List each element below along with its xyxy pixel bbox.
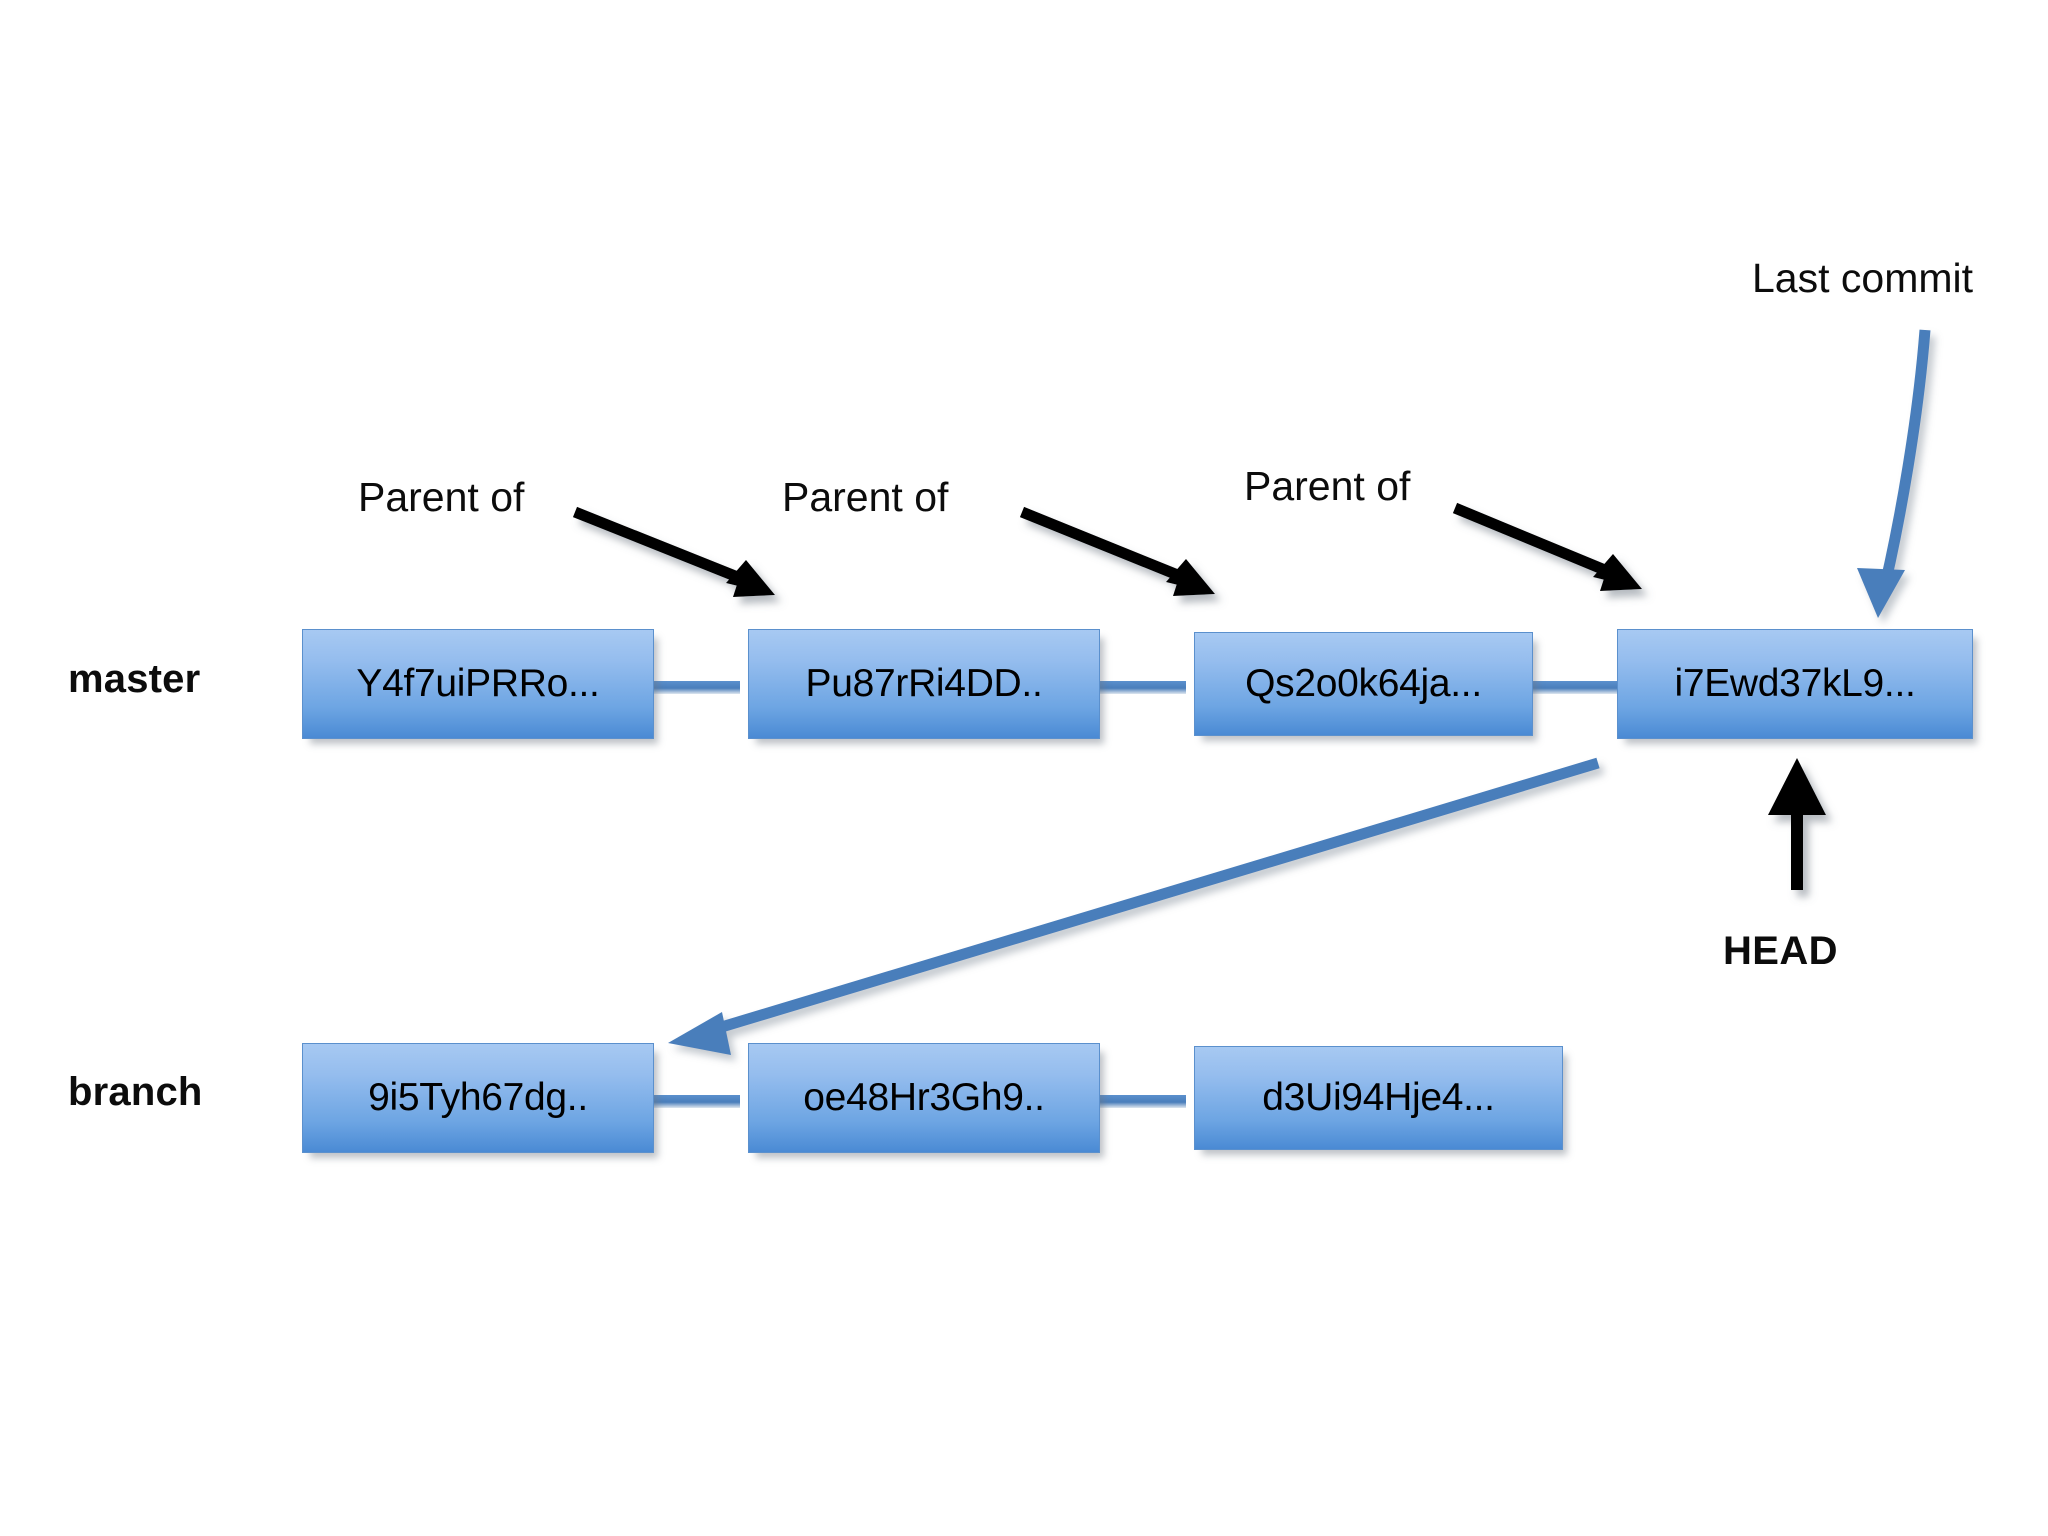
connector-master-1 bbox=[654, 681, 740, 694]
commit-node-master-1[interactable]: Y4f7uiPRRo... bbox=[302, 629, 654, 739]
commit-hash-label: i7Ewd37kL9... bbox=[1674, 661, 1916, 705]
row-label-master: master bbox=[68, 657, 201, 701]
commit-node-master-2[interactable]: Pu87rRi4DD.. bbox=[748, 629, 1100, 739]
branch-point-arrow bbox=[668, 757, 1600, 1055]
commit-node-master-4[interactable]: i7Ewd37kL9... bbox=[1617, 629, 1973, 739]
last-commit-arrow bbox=[1857, 329, 1931, 618]
parent-of-arrow-2 bbox=[1019, 506, 1215, 596]
commit-hash-label: 9i5Tyh67dg.. bbox=[368, 1075, 588, 1119]
annotation-parent-of-3: Parent of bbox=[1244, 463, 1411, 509]
annotation-head: HEAD bbox=[1723, 929, 1838, 973]
commit-hash-label: Pu87rRi4DD.. bbox=[805, 661, 1043, 705]
parent-of-arrow-3 bbox=[1452, 502, 1642, 591]
commit-hash-label: Qs2o0k64ja... bbox=[1245, 661, 1482, 705]
head-arrow bbox=[1768, 758, 1826, 890]
commit-hash-label: oe48Hr3Gh9.. bbox=[803, 1075, 1045, 1119]
commit-hash-label: Y4f7uiPRRo... bbox=[356, 661, 600, 705]
parent-of-arrow-1 bbox=[572, 506, 775, 597]
annotation-parent-of-1: Parent of bbox=[358, 474, 525, 520]
commit-node-master-3[interactable]: Qs2o0k64ja... bbox=[1194, 632, 1533, 736]
annotation-parent-of-2: Parent of bbox=[782, 474, 949, 520]
connector-branch-2 bbox=[1100, 1095, 1186, 1108]
commit-node-branch-2[interactable]: oe48Hr3Gh9.. bbox=[748, 1043, 1100, 1153]
connector-master-3 bbox=[1533, 681, 1619, 694]
annotation-last-commit: Last commit bbox=[1752, 255, 1973, 301]
commit-node-branch-1[interactable]: 9i5Tyh67dg.. bbox=[302, 1043, 654, 1153]
row-label-branch: branch bbox=[68, 1070, 203, 1114]
connector-branch-1 bbox=[654, 1095, 740, 1108]
commit-node-branch-3[interactable]: d3Ui94Hje4... bbox=[1194, 1046, 1563, 1150]
connector-master-2 bbox=[1100, 681, 1186, 694]
commit-hash-label: d3Ui94Hje4... bbox=[1262, 1075, 1495, 1119]
